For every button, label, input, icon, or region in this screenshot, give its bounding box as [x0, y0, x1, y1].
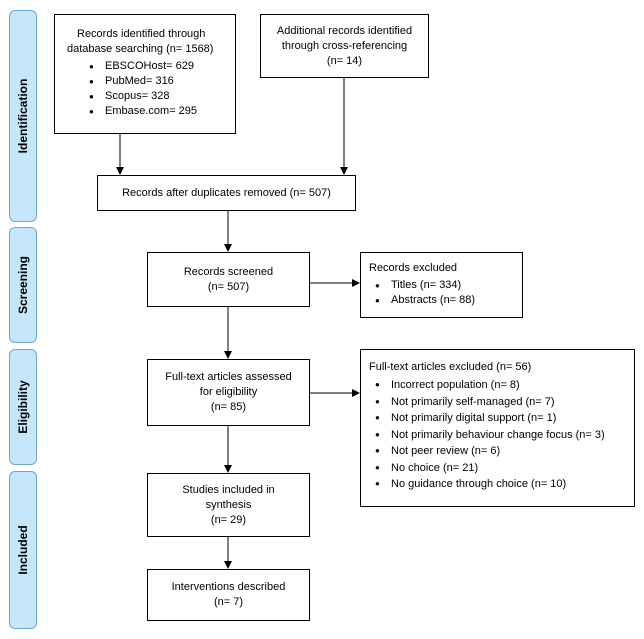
interventions-line1: Interventions described: [171, 581, 286, 593]
crossref-line2: through cross-referencing: [281, 39, 408, 52]
box-duplicates-removed: Records after duplicates removed (n= 507…: [97, 175, 356, 211]
fulltext-line1: Full-text articles assessed: [165, 371, 292, 383]
box-fulltext-assessed: Full-text articles assessed for eligibil…: [147, 359, 310, 426]
list-item: Not primarily behaviour change focus (n=…: [369, 427, 630, 444]
db-search-list: EBSCOHost= 629 PubMed= 316 Scopus= 328 E…: [83, 59, 229, 119]
excluded-list: Titles (n= 334) Abstracts (n= 88): [369, 278, 516, 308]
synthesis-line2: synthesis: [205, 498, 252, 511]
box-database-search: Records identified through database sear…: [54, 14, 236, 134]
excluded-heading: Records excluded: [369, 262, 458, 274]
list-item: Incorrect population (n= 8): [369, 377, 630, 394]
list-item: Scopus= 328: [83, 89, 229, 104]
interventions-line2: (n= 7): [213, 596, 244, 608]
synthesis-line1: Studies included in: [182, 483, 275, 496]
fulltext-line2: for eligibility: [199, 386, 258, 398]
list-item: EBSCOHost= 629: [83, 59, 229, 74]
list-item: Abstracts (n= 88): [369, 293, 516, 308]
phase-included: Included: [9, 471, 37, 629]
list-item: PubMed= 316: [83, 74, 229, 89]
phase-screening: Screening: [9, 227, 37, 343]
crossref-line3: (n= 14): [326, 54, 363, 67]
list-item: No choice (n= 21): [369, 460, 630, 477]
screened-line1: Records screened: [183, 265, 274, 278]
synthesis-line3: (n= 29): [210, 513, 247, 526]
box-records-screened: Records screened (n= 507): [147, 252, 310, 307]
db-search-line1: Records identified through: [77, 28, 206, 40]
list-item: Not peer review (n= 6): [369, 443, 630, 460]
box-interventions-described: Interventions described (n= 7): [147, 569, 310, 621]
screened-line2: (n= 507): [207, 280, 250, 293]
list-item: Not primarily digital support (n= 1): [369, 410, 630, 427]
duplicates-line1: Records after duplicates removed (n= 507…: [122, 186, 331, 199]
phase-identification: Identification: [9, 10, 37, 222]
box-fulltext-excluded: Full-text articles excluded (n= 56) Inco…: [360, 349, 635, 507]
db-search-line2: database searching (n= 1568): [67, 43, 214, 55]
list-item: Embase.com= 295: [83, 104, 229, 119]
box-studies-included: Studies included in synthesis (n= 29): [147, 473, 310, 537]
ft-excluded-heading: Full-text articles excluded (n= 56): [369, 361, 532, 373]
box-cross-referencing: Additional records identified through cr…: [260, 14, 429, 78]
crossref-line1: Additional records identified: [276, 24, 413, 37]
fulltext-line3: (n= 85): [210, 401, 247, 413]
phase-eligibility: Eligibility: [9, 349, 37, 465]
list-item: Not primarily self-managed (n= 7): [369, 394, 630, 411]
box-records-excluded: Records excluded Titles (n= 334) Abstrac…: [360, 252, 523, 318]
list-item: No guidance through choice (n= 10): [369, 476, 630, 493]
list-item: Titles (n= 334): [369, 278, 516, 293]
ft-excluded-list: Incorrect population (n= 8) Not primaril…: [369, 377, 630, 493]
